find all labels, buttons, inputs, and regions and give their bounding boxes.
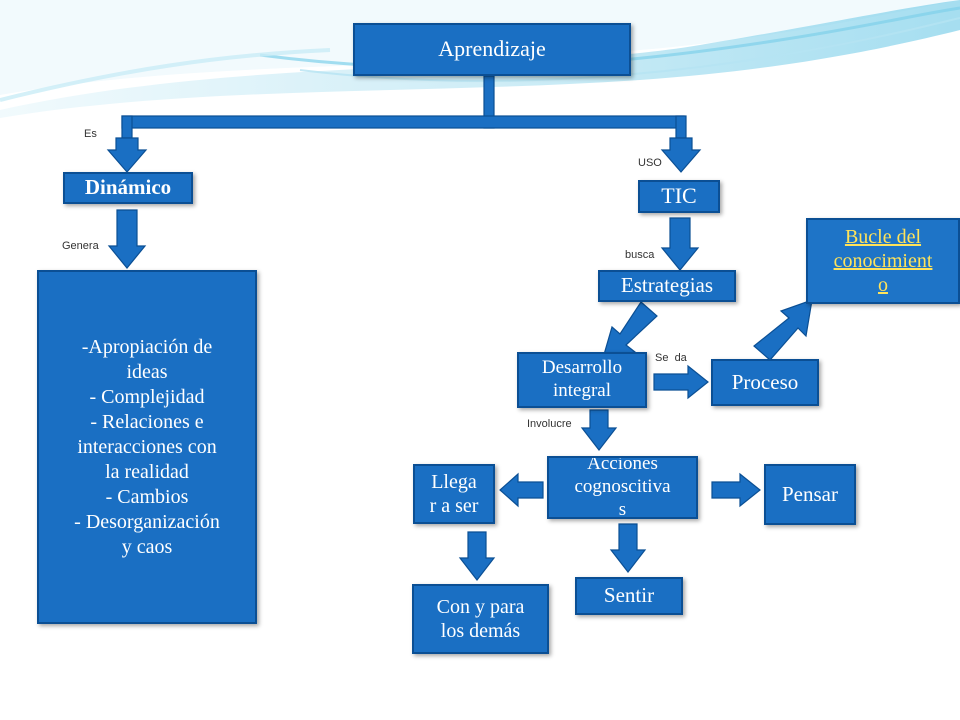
node-llegar-a-ser: Llega r a ser [413,464,495,524]
node-estrategias: Estrategias [598,270,736,302]
node-dinamico: Dinámico [63,172,193,204]
node-aprendizaje: Aprendizaje [353,23,631,76]
label-involucre: Involucre [527,418,572,430]
node-con-y-para-los-demas: Con y para los demás [412,584,549,654]
node-sentir: Sentir [575,577,683,615]
label-es: Es [84,128,97,140]
node-acciones-cognoscitivas: Acciones cognoscitiva s [547,456,698,519]
node-bucle-del-conocimiento[interactable]: Bucle del conocimient o [806,218,960,304]
label-uso: USO [638,157,662,169]
label-genera: Genera [62,240,99,252]
node-proceso: Proceso [711,359,819,406]
node-tic: TIC [638,180,720,213]
node-desarrollo-integral: Desarrollo integral [517,352,647,408]
bucle-del-conocimiento-link[interactable]: Bucle del conocimient o [833,226,933,296]
label-busca: busca [625,249,655,261]
node-apropiacion-list: -Apropiación de ideas - Complejidad - Re… [37,270,257,624]
label-se-da: Se da [655,352,687,364]
node-pensar: Pensar [764,464,856,525]
